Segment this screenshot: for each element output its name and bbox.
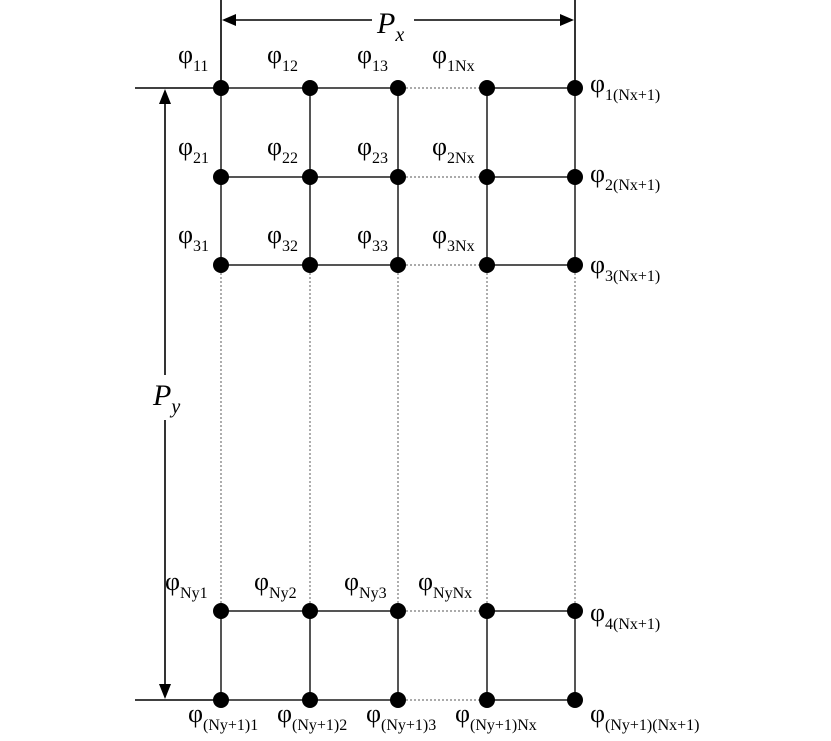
label-phi-3Nx: φ3Nx bbox=[432, 220, 475, 255]
label-phi-1Nx: φ1Nx bbox=[432, 40, 475, 75]
node-33 bbox=[390, 257, 406, 273]
label-phi-1Nx1: φ1(Nx+1) bbox=[590, 69, 660, 104]
label-phi-Ny1Nx: φ(Ny+1)Nx bbox=[455, 699, 537, 734]
node-Ny3 bbox=[390, 603, 406, 619]
label-phi-13: φ13 bbox=[357, 40, 388, 75]
label-phi-Ny13: φ(Ny+1)3 bbox=[366, 699, 436, 734]
py-label: Py bbox=[152, 379, 180, 418]
label-phi-32: φ32 bbox=[267, 220, 298, 255]
label-phi-Ny12: φ(Ny+1)2 bbox=[277, 699, 347, 734]
node-21 bbox=[213, 169, 229, 185]
node-2Nx bbox=[479, 169, 495, 185]
node-Ny1Nx bbox=[479, 692, 495, 708]
node-12 bbox=[302, 80, 318, 96]
node-32 bbox=[302, 257, 318, 273]
node-2Nx1 bbox=[567, 169, 583, 185]
node-4Nx1 bbox=[567, 603, 583, 619]
px-arrowhead-left bbox=[222, 14, 236, 26]
node-labels: φ11 φ12 φ13 φ1Nx φ1(Nx+1) φ21 φ22 φ23 φ2… bbox=[165, 40, 699, 734]
node-Ny11 bbox=[213, 692, 229, 708]
node-1Nx bbox=[479, 80, 495, 96]
node-3Nx bbox=[479, 257, 495, 273]
px-arrowhead-right bbox=[560, 14, 574, 26]
node-NyNx bbox=[479, 603, 495, 619]
py-arrowhead-top bbox=[159, 89, 171, 104]
label-phi-2Nx1: φ2(Nx+1) bbox=[590, 159, 660, 194]
vertical-dotted-lines bbox=[220, 265, 576, 611]
node-23 bbox=[390, 169, 406, 185]
label-phi-Ny1: φNy1 bbox=[165, 567, 208, 602]
node-Ny13 bbox=[390, 692, 406, 708]
label-phi-Ny3: φNy3 bbox=[344, 567, 387, 602]
label-phi-11: φ11 bbox=[178, 40, 208, 75]
node-22 bbox=[302, 169, 318, 185]
py-arrowhead-bottom bbox=[159, 684, 171, 699]
node-Ny1Nx1 bbox=[567, 692, 583, 708]
label-phi-21: φ21 bbox=[178, 132, 209, 167]
label-phi-12: φ12 bbox=[267, 40, 298, 75]
node-Ny2 bbox=[302, 603, 318, 619]
label-phi-Ny11: φ(Ny+1)1 bbox=[188, 699, 258, 734]
node-Ny1 bbox=[213, 603, 229, 619]
label-phi-23: φ23 bbox=[357, 132, 388, 167]
label-phi-31: φ31 bbox=[178, 220, 209, 255]
label-phi-Ny1Nx1: φ(Ny+1)(Nx+1) bbox=[590, 699, 699, 734]
label-phi-3Nx1: φ3(Nx+1) bbox=[590, 250, 660, 285]
node-31 bbox=[213, 257, 229, 273]
node-11 bbox=[213, 80, 229, 96]
label-phi-2Nx: φ2Nx bbox=[432, 132, 475, 167]
node-3Nx1 bbox=[567, 257, 583, 273]
px-label: Px bbox=[376, 7, 404, 46]
horizontal-dotted-lines bbox=[398, 87, 487, 701]
node-Ny12 bbox=[302, 692, 318, 708]
label-phi-4Nx1: φ4(Nx+1) bbox=[590, 598, 660, 633]
label-phi-Ny2: φNy2 bbox=[254, 567, 297, 602]
node-1Nx1 bbox=[567, 80, 583, 96]
label-phi-33: φ33 bbox=[357, 220, 388, 255]
label-phi-22: φ22 bbox=[267, 132, 298, 167]
node-13 bbox=[390, 80, 406, 96]
grid-nodes bbox=[213, 80, 583, 708]
label-phi-NyNx: φNyNx bbox=[418, 567, 472, 602]
